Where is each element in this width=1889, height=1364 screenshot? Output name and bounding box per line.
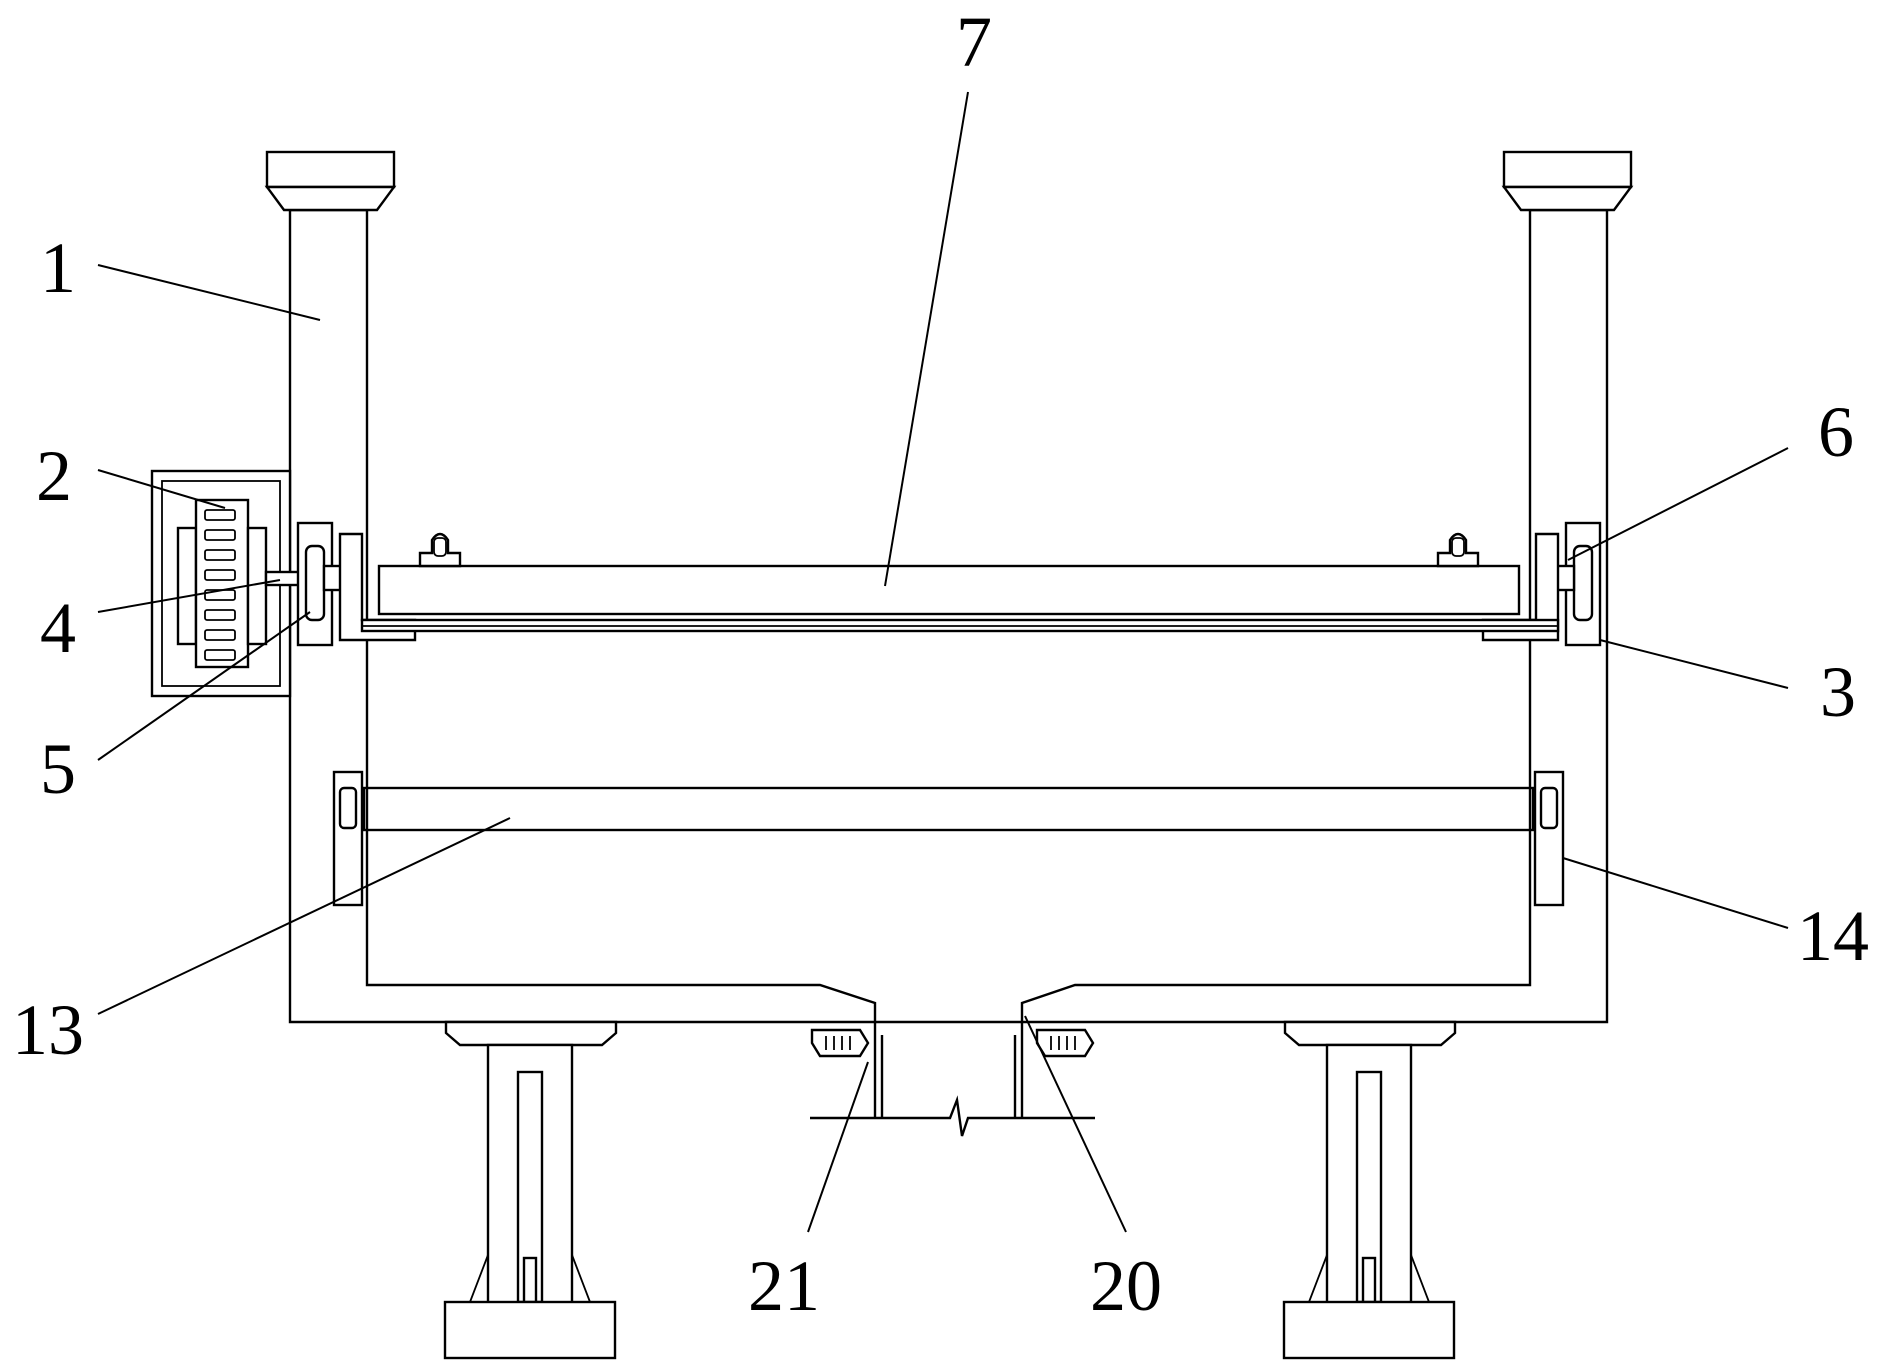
- leader-2: [97, 469, 226, 509]
- callout-1: 1: [40, 228, 76, 308]
- right-leg: [1282, 1020, 1457, 1360]
- bottom-outlet: [810, 1020, 1095, 1137]
- left-side-rail: [332, 770, 364, 907]
- leader-6: [1567, 447, 1789, 561]
- callout-14: 14: [1797, 896, 1869, 976]
- right-clamp: [1436, 532, 1480, 568]
- callout-3: 3: [1820, 652, 1856, 732]
- motor-housing: [150, 469, 292, 698]
- leader-4: [97, 579, 281, 613]
- leader-13: [97, 817, 511, 1015]
- leader-20: [1024, 1015, 1127, 1233]
- leader-3: [1599, 639, 1789, 689]
- upper-plate: [360, 564, 1560, 633]
- leader-14: [1562, 857, 1789, 929]
- left-valve-clip: [810, 1028, 870, 1058]
- leader-5: [97, 611, 311, 761]
- callout-4: 4: [40, 588, 76, 668]
- leader-7: [884, 91, 969, 587]
- frame-body: [288, 208, 1609, 1024]
- left-wheel-assembly: [296, 521, 344, 647]
- left-post-cap: [264, 150, 397, 212]
- motor-coil-slots: [204, 509, 236, 661]
- right-wheel-assembly: [1554, 521, 1602, 647]
- callout-21: 21: [748, 1246, 820, 1326]
- callout-2: 2: [36, 436, 72, 516]
- callout-20: 20: [1090, 1246, 1162, 1326]
- callout-5: 5: [40, 729, 76, 809]
- callout-13: 13: [12, 990, 84, 1070]
- leader-1: [97, 264, 321, 321]
- callout-6: 6: [1818, 392, 1854, 472]
- right-post-cap: [1501, 150, 1634, 212]
- leader-21: [807, 1061, 869, 1233]
- callout-labels: 1 2 3 4 5 6 7 13 14 20 21: [12, 2, 1869, 1326]
- lower-plate: [362, 786, 1535, 832]
- leader-lines: [97, 91, 1789, 1233]
- right-valve-clip: [1035, 1028, 1095, 1058]
- callout-7: 7: [956, 2, 992, 82]
- right-side-rail: [1533, 770, 1565, 907]
- left-clamp: [418, 532, 462, 568]
- left-leg: [443, 1020, 618, 1360]
